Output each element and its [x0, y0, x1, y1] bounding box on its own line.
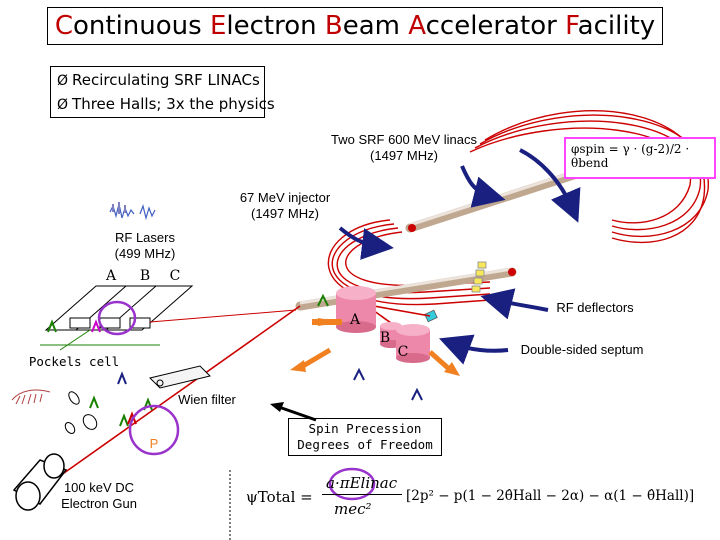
spin-rotation-text: φspin = γ · (g-2)/2 · θbend [571, 142, 690, 170]
hall-b-label: B [379, 330, 391, 346]
total-spin-equation: ψTotal = a·πElinac mec² [2p² − p(1 − 2θ̂… [236, 468, 710, 530]
laser-lines [149, 309, 297, 323]
title-word: Facility [565, 11, 656, 41]
hall-a-dome [336, 286, 376, 333]
pockels-cell-label: Pockels cell [28, 354, 120, 369]
laser-b-label: B [139, 268, 151, 284]
beamline-elements [64, 391, 98, 434]
waveform-icon [109, 203, 156, 221]
wien-filter [149, 365, 211, 389]
page-title: Continuous Electron Beam Accelerator Fac… [47, 7, 663, 45]
eq-fraction-bar [322, 494, 402, 495]
p-label: P [149, 436, 159, 451]
eq-denominator: mec² [334, 500, 372, 518]
pockels-lines [40, 329, 160, 351]
purple-circle-elinac [328, 467, 376, 501]
spin-arrow-line [275, 404, 317, 422]
hall-c-dome [396, 324, 430, 363]
electron-gun [12, 453, 68, 511]
laser-c-label: C [169, 268, 181, 284]
title-word: Accelerator [408, 11, 566, 41]
hall-c-label: C [397, 344, 409, 360]
purple-circle-p [128, 404, 180, 456]
rf-deflector-stack [471, 261, 487, 293]
orange-arrows [290, 318, 460, 376]
eq-lhs: ψTotal = [246, 488, 313, 506]
title-word: Electron [209, 11, 325, 41]
spin-arrow-head [270, 402, 284, 412]
spin-line-2: Degrees of Freedom [297, 437, 433, 452]
septum-label: Double-sided septum [520, 342, 644, 357]
spin-precession-box: Spin Precession Degrees of Freedom [288, 418, 442, 456]
laser-a-label: A [105, 268, 117, 284]
eq-numerator: a·πElinac [326, 474, 398, 492]
title-word: Continuous [54, 11, 210, 41]
eq-bracket: [2p² − p(1 − 2θ̂Hall − 2α) − α(1 − θ̂Hal… [406, 488, 695, 504]
hall-a-label: A [349, 312, 361, 328]
pockels-illustration [11, 389, 51, 405]
linacs-label: Two SRF 600 MeV linacs(1497 MHz) [331, 132, 477, 163]
spin-rotation-formula: φspin = γ · (g-2)/2 · θbend [564, 137, 716, 179]
laser-tables [44, 285, 194, 331]
rf-lasers-label: RF Lasers(499 MHz) [114, 230, 176, 261]
navy-arrows [338, 148, 581, 365]
spin-line-1: Spin Precession [308, 421, 422, 436]
purple-circle-lasers [97, 300, 137, 336]
rf-deflectors-label: RF deflectors [556, 300, 634, 315]
waveform-bars [112, 202, 126, 214]
injector-label: 67 MeV injector(1497 MHz) [239, 190, 331, 221]
title-word: Beam [324, 11, 409, 41]
septum-magnet [424, 309, 438, 323]
wien-filter-label: Wien filter [178, 392, 236, 407]
